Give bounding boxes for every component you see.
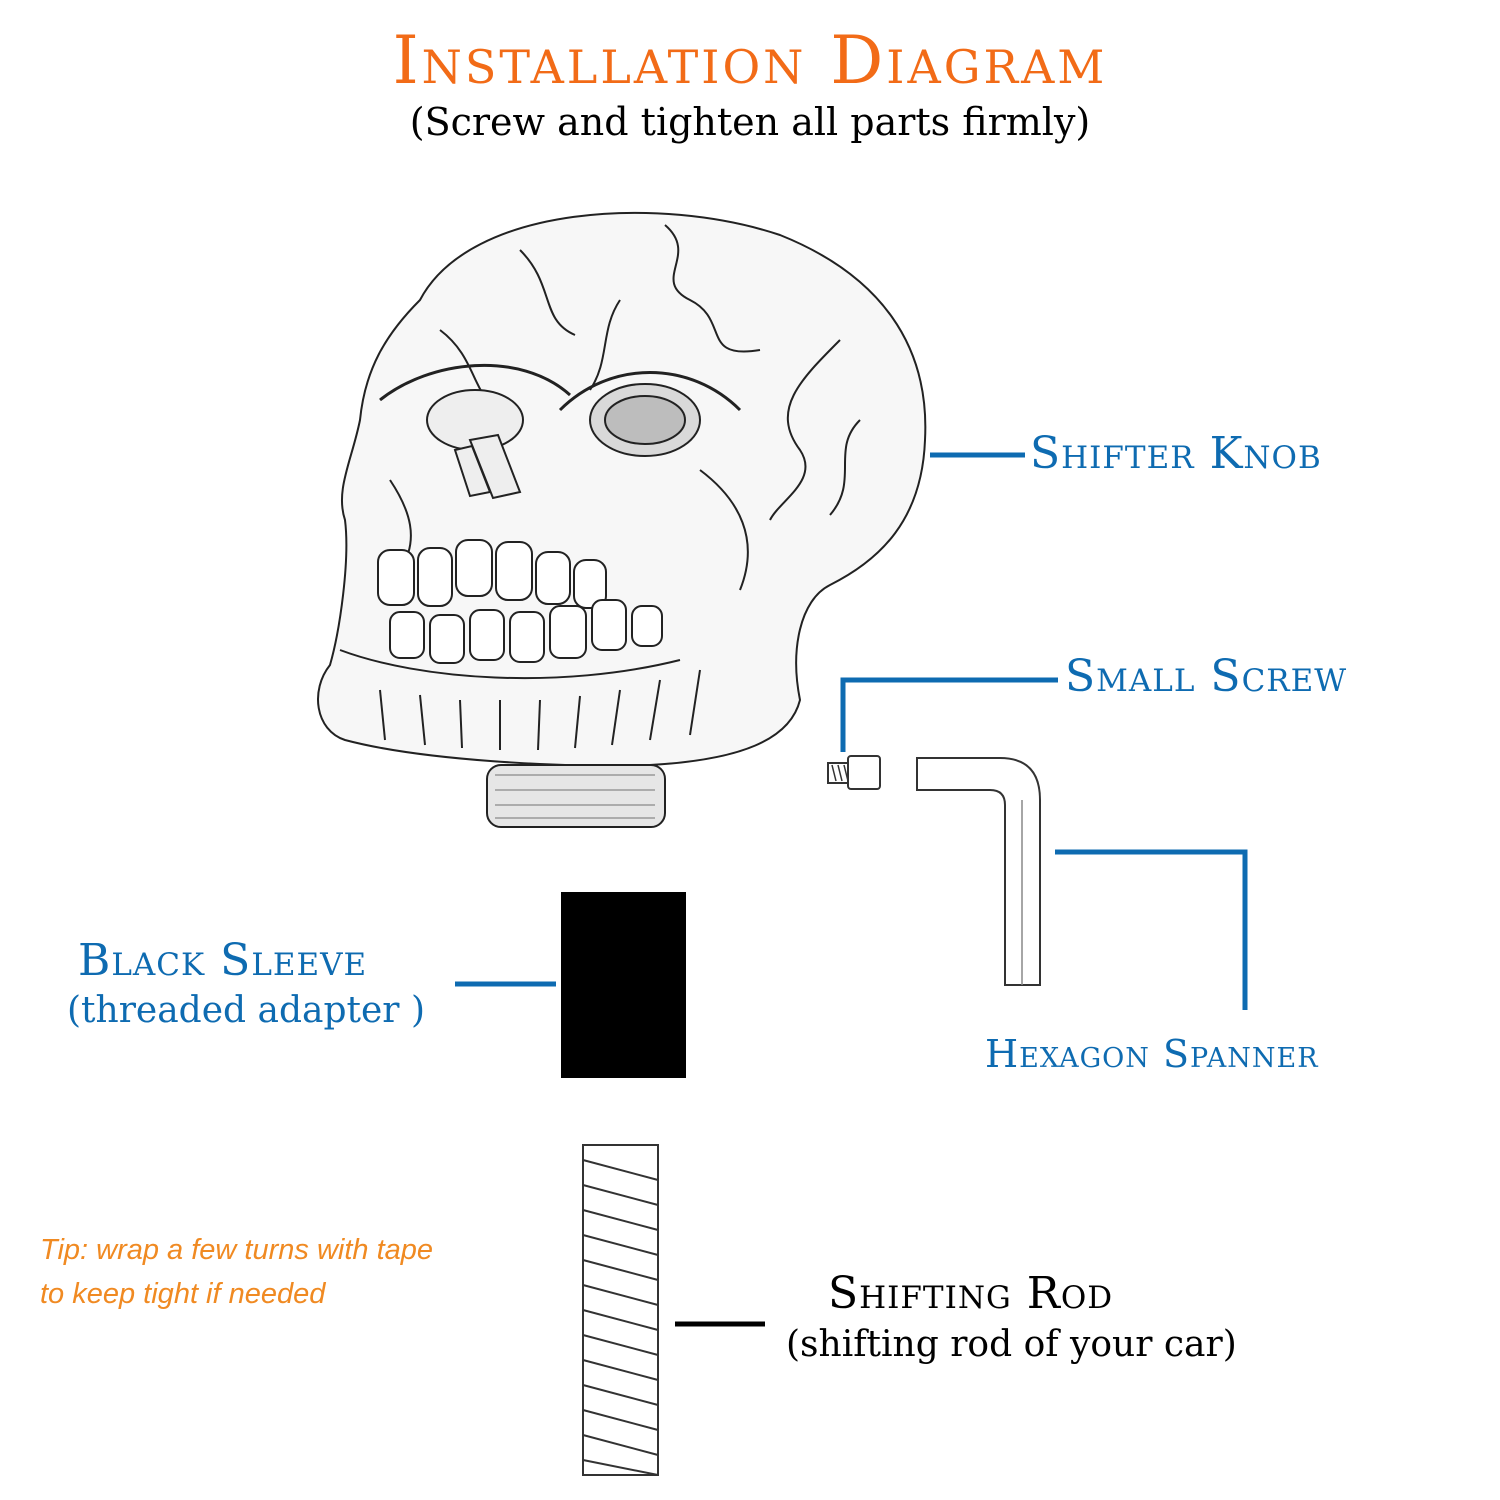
page-subtitle: (Screw and tighten all parts firmly)	[409, 100, 1091, 144]
threaded-rod-icon	[582, 1144, 659, 1476]
small-screw-leader	[840, 677, 1058, 752]
tip-line-1: Tip: wrap a few turns with tape	[40, 1234, 434, 1266]
hexagon-spanner-leader	[1055, 849, 1248, 1010]
hex-key-icon	[916, 757, 1041, 986]
black-sleeve-icon	[561, 892, 686, 1078]
label-hexagon-spanner: Hexagon Spanner	[985, 1032, 1319, 1076]
label-shifting-rod-sub: (shifting rod of your car)	[786, 1324, 1237, 1365]
tip-line-2: to keep tight if needed	[40, 1278, 326, 1310]
skull-shifter-knob-icon	[317, 211, 927, 828]
label-black-sleeve-sub: (threaded adapter )	[67, 990, 425, 1031]
page-title: Installation Diagram	[392, 22, 1108, 99]
small-screw-icon	[827, 755, 881, 790]
label-shifting-rod: Shifting Rod	[828, 1268, 1114, 1319]
label-black-sleeve: Black Sleeve	[78, 935, 368, 986]
label-small-screw: Small Screw	[1065, 651, 1348, 702]
label-shifter-knob: Shifter Knob	[1030, 428, 1322, 479]
